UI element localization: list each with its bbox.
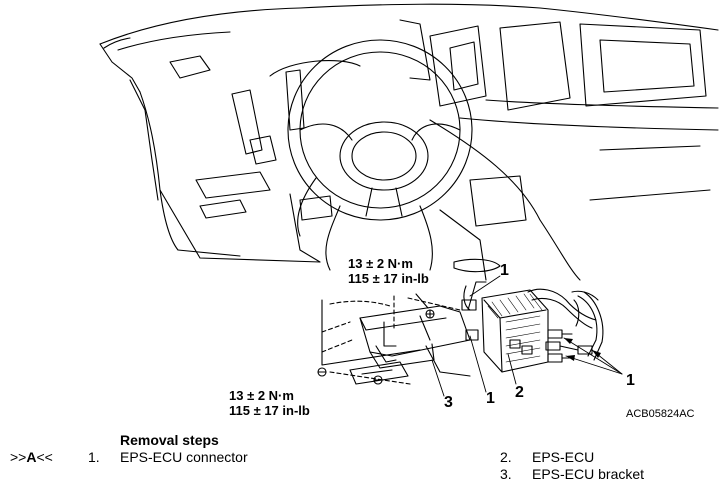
step-3-number: 3. xyxy=(500,466,512,482)
bolt-upper xyxy=(415,293,435,319)
callout-leaders xyxy=(431,275,623,397)
exploded-view-illustration xyxy=(99,3,719,397)
bolt-lower-left xyxy=(317,367,327,377)
callout-2: 2 xyxy=(515,384,524,401)
torque-upper-imperial: 115 ± 17 in-lb xyxy=(348,271,429,286)
step-2-number: 2. xyxy=(500,449,512,465)
torque-upper-metric: 13 ± 2 N·m xyxy=(348,256,413,271)
callout-arrowheads xyxy=(564,338,601,361)
callout-1-top: 1 xyxy=(500,262,509,279)
dashboard-outline xyxy=(99,3,719,281)
figure-code: ACB05824AC xyxy=(626,408,695,420)
eps-ecu-module xyxy=(461,281,549,373)
callout-3: 3 xyxy=(444,394,453,411)
step-1-label: EPS-ECU connector xyxy=(120,449,248,465)
marker-letter: A xyxy=(26,449,37,465)
callout-1-right: 1 xyxy=(626,372,635,389)
torque-lower-metric: 13 ± 2 N·m xyxy=(229,388,294,403)
marker-prefix: >> xyxy=(10,449,27,465)
removal-steps-heading: Removal steps xyxy=(120,432,219,448)
torque-spec-upper: 13 ± 2 N·m 115 ± 17 in-lb xyxy=(348,256,429,286)
steering-wheel xyxy=(287,39,473,271)
step-3-label: EPS-ECU bracket xyxy=(532,466,645,482)
service-point-marker: >>A<< xyxy=(10,449,53,465)
eps-ecu-bracket xyxy=(321,295,471,385)
callout-1-mid: 1 xyxy=(486,390,495,407)
marker-suffix: << xyxy=(36,449,53,465)
step-2-label: EPS-ECU xyxy=(532,449,595,465)
bolt-lower-right xyxy=(373,375,383,385)
torque-lower-imperial: 115 ± 17 in-lb xyxy=(229,403,310,418)
wiring-harness xyxy=(527,288,604,363)
step-1-number: 1. xyxy=(88,449,100,465)
torque-spec-lower: 13 ± 2 N·m 115 ± 17 in-lb xyxy=(229,388,310,418)
